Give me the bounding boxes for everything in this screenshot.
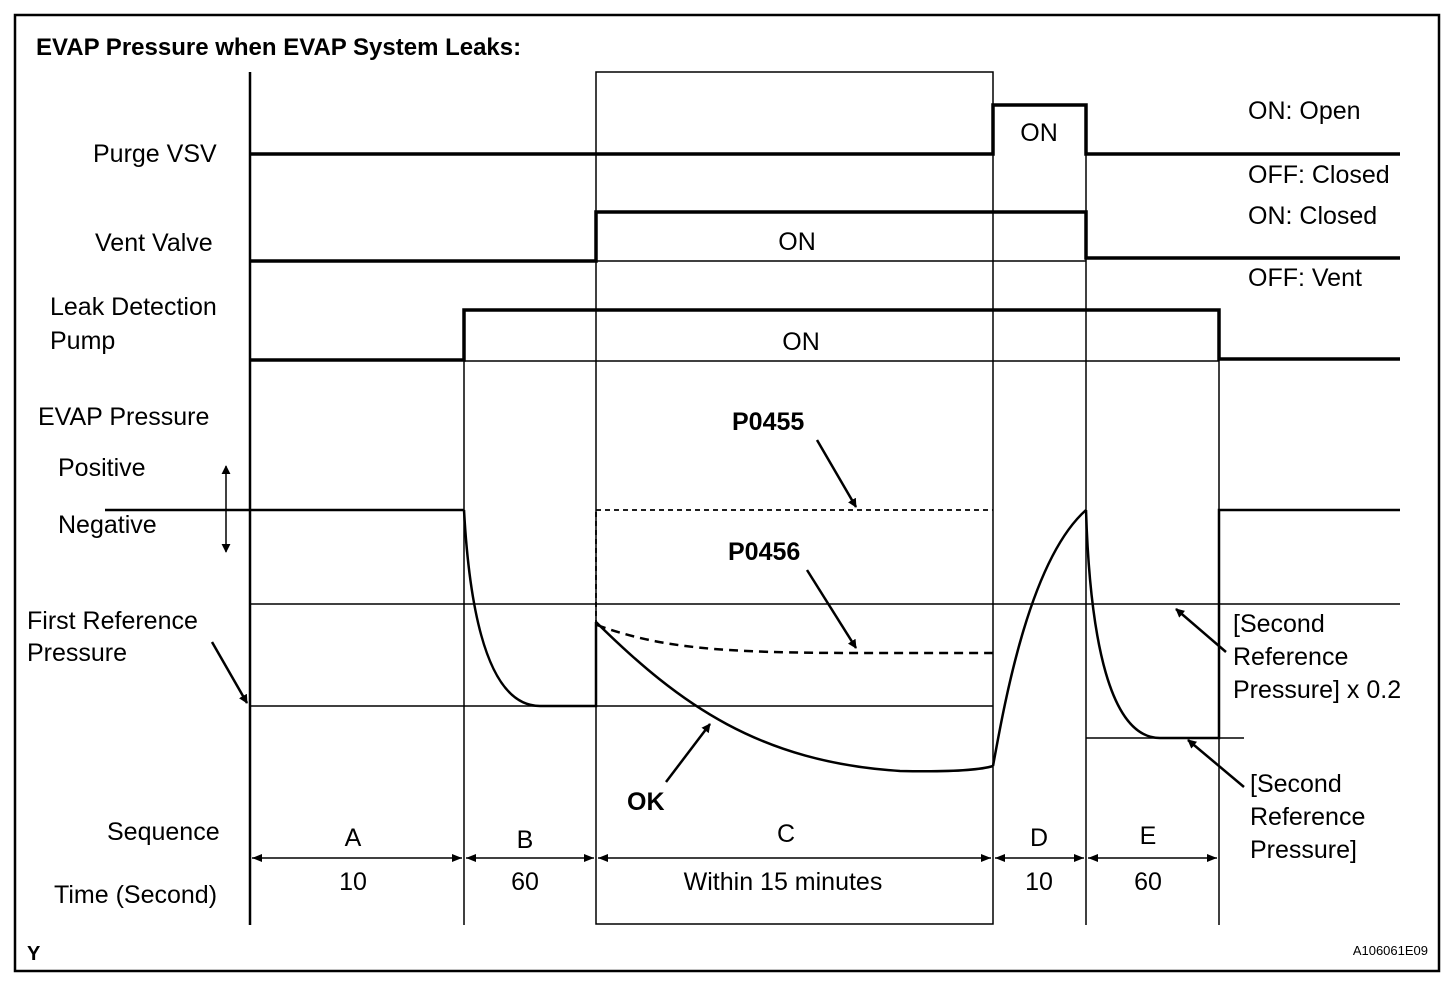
second-ref-arrow — [1187, 739, 1245, 788]
label-second-ref-02-1: [Second — [1233, 610, 1325, 638]
label-second-ref-02-3: Pressure] x 0.2 — [1233, 676, 1401, 704]
on-label-vent: ON — [778, 228, 816, 256]
label-first-ref-1: First Reference — [27, 607, 198, 635]
figure-id: A106061E09 — [1353, 943, 1428, 958]
state-vent-off: OFF: Vent — [1248, 264, 1362, 292]
label-second-ref-1: [Second — [1250, 770, 1342, 798]
purge-vsv-waveform — [250, 103, 1400, 156]
label-purge-vsv: Purge VSV — [93, 140, 217, 168]
p0456-dashed-trace — [596, 623, 993, 655]
seq-label-b: B — [517, 826, 534, 854]
time-label-b: 60 — [511, 868, 539, 896]
evap-pressure-trace — [105, 508, 1400, 773]
label-vent-valve: Vent Valve — [95, 229, 213, 257]
state-purge-off: OFF: Closed — [1248, 161, 1390, 189]
label-p0455: P0455 — [732, 408, 804, 436]
diagram-title: EVAP Pressure when EVAP System Leaks: — [36, 34, 521, 61]
phase-c-box — [595, 71, 994, 925]
label-negative: Negative — [58, 511, 157, 539]
label-second-ref-3: Pressure] — [1250, 836, 1357, 864]
label-second-ref-2: Reference — [1250, 803, 1365, 831]
time-label-e: 60 — [1134, 868, 1162, 896]
seq-label-e: E — [1140, 822, 1157, 850]
label-first-ref-2: Pressure — [27, 639, 127, 667]
label-sequence: Sequence — [107, 818, 220, 846]
time-label-a: 10 — [339, 868, 367, 896]
ok-arrow — [665, 723, 711, 783]
state-purge-on: ON: Open — [1248, 97, 1361, 125]
label-positive: Positive — [58, 454, 146, 482]
time-label-c: Within 15 minutes — [684, 868, 883, 896]
corner-mark: Y — [27, 943, 41, 965]
label-leak-pump-1: Leak Detection — [50, 293, 217, 321]
p0456-arrow — [805, 569, 858, 649]
label-time: Time (Second) — [54, 881, 217, 909]
seq-label-a: A — [345, 824, 362, 852]
reference-lines — [250, 260, 1400, 739]
on-label-purge: ON — [1020, 119, 1058, 147]
vent-valve-waveform — [250, 210, 1400, 263]
on-label-pump: ON — [782, 328, 820, 356]
label-ok: OK — [627, 788, 665, 816]
p0455-arrow — [815, 439, 858, 508]
time-label-d: 10 — [1025, 868, 1053, 896]
seq-label-d: D — [1030, 824, 1048, 852]
diagram-frame — [13, 13, 1441, 973]
leak-pump-waveform — [250, 308, 1400, 362]
label-p0456: P0456 — [728, 538, 800, 566]
label-evap-pressure: EVAP Pressure — [38, 403, 209, 431]
label-leak-pump-2: Pump — [50, 327, 115, 355]
second-ref-02-arrow — [1175, 608, 1227, 653]
state-vent-on: ON: Closed — [1248, 202, 1377, 230]
label-second-ref-02-2: Reference — [1233, 643, 1348, 671]
first-ref-arrow — [210, 641, 249, 704]
phase-dividers — [248, 72, 1220, 925]
seq-label-c: C — [777, 820, 795, 848]
